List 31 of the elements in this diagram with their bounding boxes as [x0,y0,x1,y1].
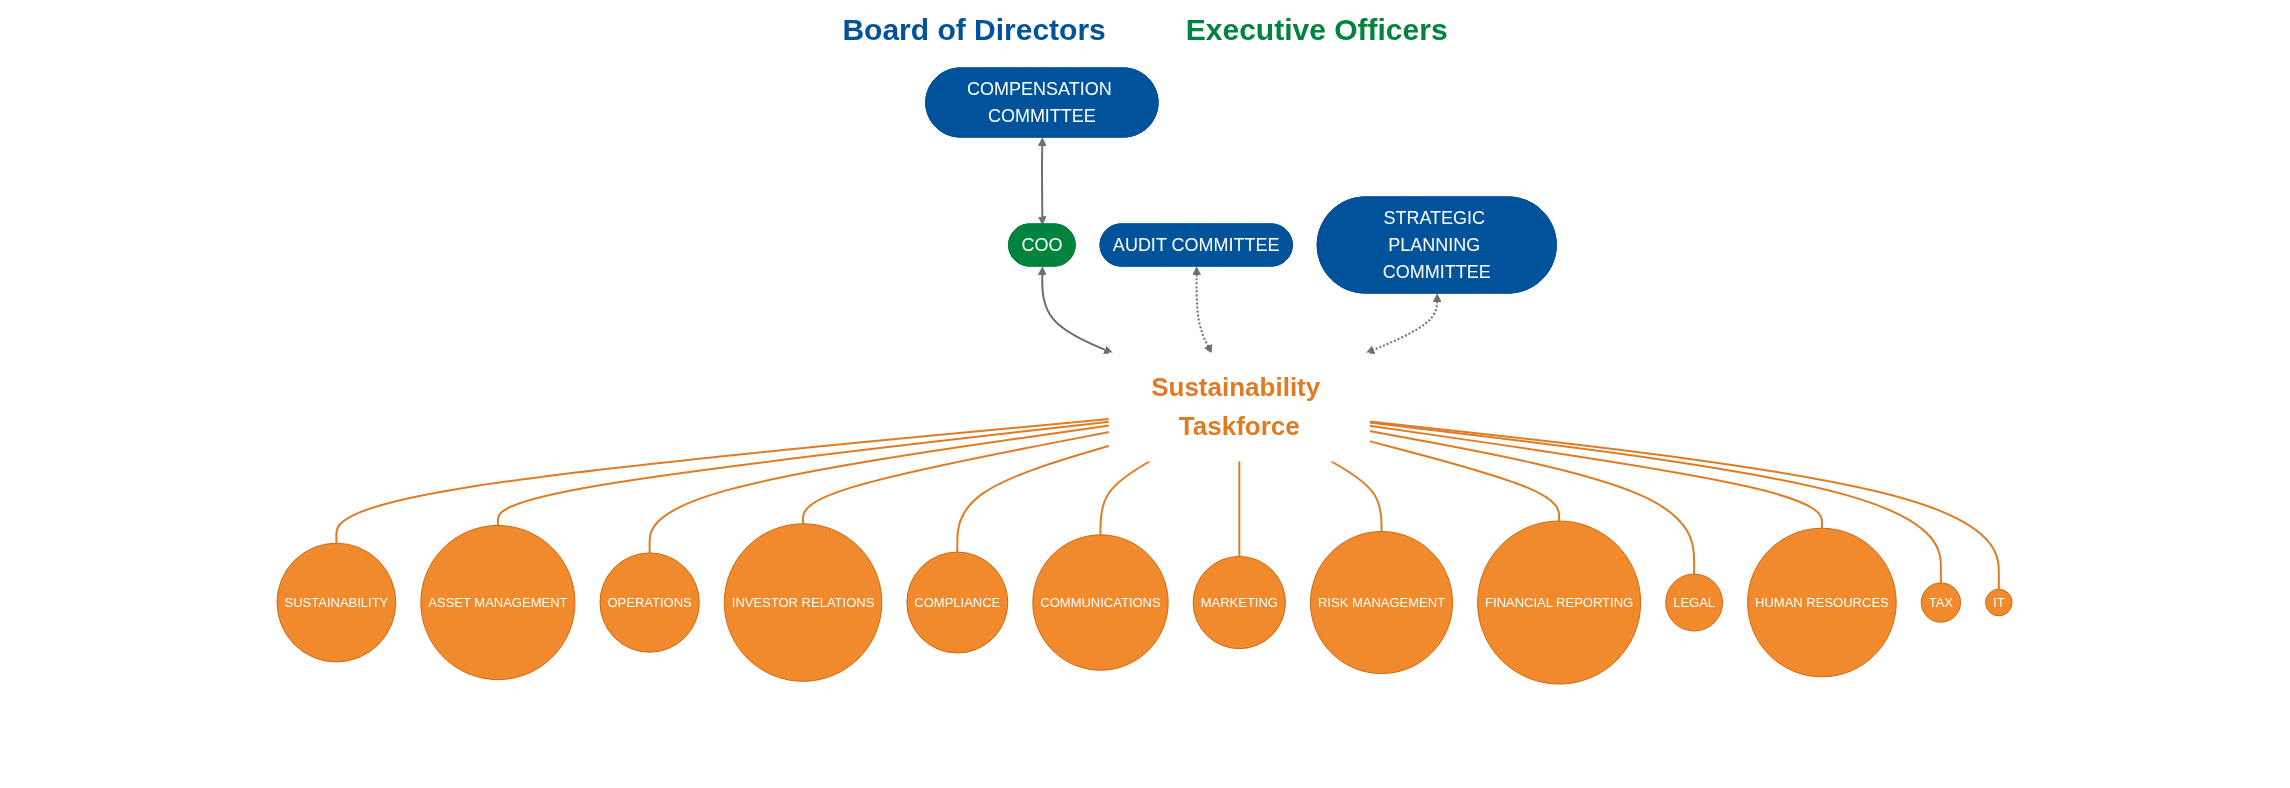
node-circle: HUMAN RESOURCES [1747,527,1898,678]
group-label: Executive Officers [1185,13,1448,47]
connector [497,420,1111,527]
node-circle: RISK MANAGEMENT [1310,531,1454,675]
arrow [1038,137,1048,225]
node-circle: IT [1985,588,2014,617]
connector [1330,460,1383,533]
connector [1368,424,1824,530]
connector [1368,440,1561,522]
connector [649,424,1111,554]
arrow [1366,293,1442,354]
node-circle: SUSTAINABILITY [276,542,397,663]
arrow [1192,266,1213,354]
node-circle: COMPLIANCE [906,551,1009,654]
connector [1238,460,1241,558]
node-circle: FINANCIAL REPORTING [1477,520,1642,685]
arrow [1038,266,1114,354]
node-circle: LEGAL [1665,573,1724,632]
connector [802,431,1111,525]
connector [335,418,1111,545]
node-circle: TAX [1921,582,1962,623]
heading-text: Board of Directors [842,13,1106,47]
node-circle: MARKETING [1193,555,1287,650]
connector [1099,460,1152,536]
node-circle: INVESTOR RELATIONS [724,523,883,682]
node-circle: ASSET MANAGEMENT [420,524,576,681]
node-circle: OPERATIONS [599,552,701,653]
connector [1368,430,1696,576]
node-circle: COMMUNICATIONS [1032,534,1170,671]
connector [956,444,1111,554]
node-text: Sustainability Taskforce [1151,372,1321,441]
